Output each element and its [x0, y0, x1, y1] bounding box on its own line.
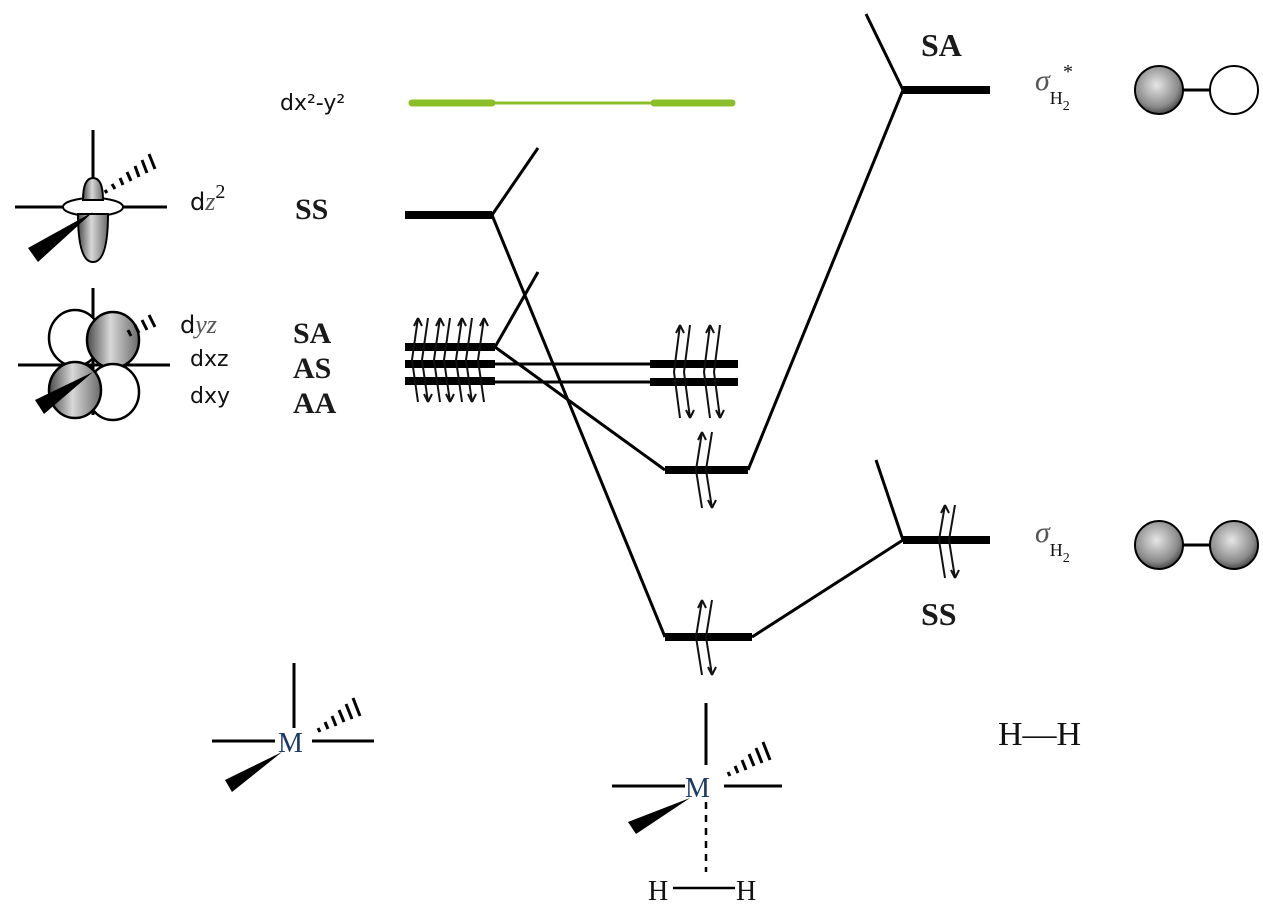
metal-fragment	[212, 663, 374, 792]
ss-bonding-spins	[694, 599, 717, 676]
complex-h-left: H	[648, 876, 668, 907]
t2g-levels	[405, 343, 495, 385]
sigma-spins	[937, 504, 960, 579]
t2g-electron-spins	[410, 317, 489, 403]
dxy-symmetry-label: AA	[293, 387, 337, 420]
dihydrogen-complex	[612, 703, 782, 890]
complex-t2g-levels	[650, 360, 738, 386]
complex-t2g-electron-spins	[672, 324, 725, 419]
dx2y2-label: dx²-y²	[280, 91, 345, 116]
t2g-connectors	[495, 362, 650, 384]
dxz-symmetry-label: AS	[293, 352, 331, 385]
dz2-symmetry-label: SS	[295, 193, 328, 226]
dyz-label: dyz	[180, 310, 217, 339]
dxy-label: dxy	[190, 384, 230, 409]
sigma-symmetry-label: SS	[921, 596, 957, 632]
sigma-label: σH2	[1035, 516, 1070, 566]
free-h2-label: H—H	[998, 716, 1081, 753]
sigma-orbital-icon	[1134, 520, 1259, 570]
metal-symbol: M	[278, 728, 303, 759]
complex-h-right: H	[736, 876, 756, 907]
t2g-orbital-icon	[18, 288, 170, 422]
dz2-label: dz2	[190, 181, 225, 216]
dz2-orbital-icon	[15, 130, 167, 264]
dyz-symmetry-label: SA	[293, 317, 332, 350]
sigma-star-label: σH2	[1035, 64, 1070, 114]
sigma-star-asterisk: *	[1063, 61, 1073, 83]
sigma-star-symmetry-label: SA	[921, 27, 962, 63]
complex-metal-symbol: M	[685, 773, 710, 804]
sa-bonding-spins	[694, 431, 717, 509]
sigma-star-orbital-icon	[1134, 65, 1259, 115]
correlation-lines	[490, 13, 905, 639]
dxz-label: dxz	[190, 347, 229, 372]
